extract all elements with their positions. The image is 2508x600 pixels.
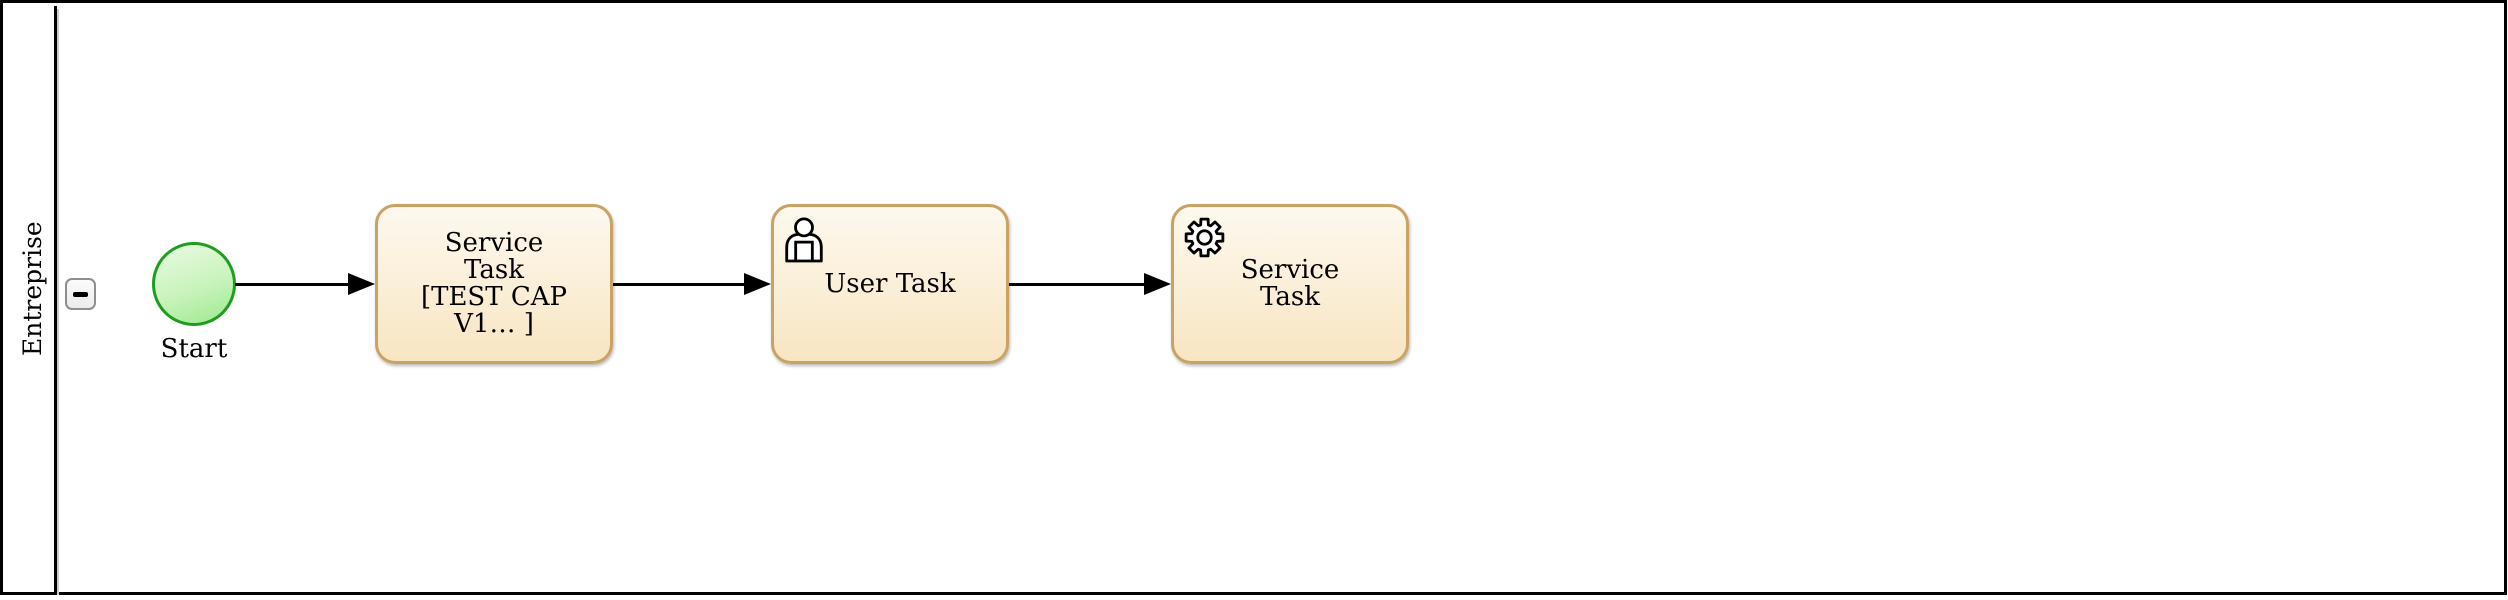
task-label: Service Task xyxy=(1240,255,1340,312)
start-event[interactable] xyxy=(152,242,236,326)
pool-header[interactable]: Entreprise xyxy=(6,6,54,595)
sequence-flow[interactable] xyxy=(1009,273,1171,295)
task-label: Service Task [TEST CAP V1… ] xyxy=(420,228,568,339)
arrowhead-icon xyxy=(1144,273,1171,295)
collapse-pool-button[interactable] xyxy=(65,278,96,310)
task-service-1[interactable]: Service Task [TEST CAP V1… ] xyxy=(375,204,613,364)
pool-header-divider xyxy=(54,6,57,595)
start-event-label: Start xyxy=(160,334,228,364)
flow-line xyxy=(235,283,351,286)
flow-line xyxy=(613,283,747,286)
pool-label: Entreprise xyxy=(18,221,47,356)
sequence-flow[interactable] xyxy=(235,273,375,295)
gear-icon xyxy=(1182,215,1227,260)
sequence-flow[interactable] xyxy=(613,273,771,295)
task-user[interactable]: User Task xyxy=(771,204,1009,364)
arrowhead-icon xyxy=(348,273,375,295)
arrowhead-icon xyxy=(744,273,771,295)
minus-icon xyxy=(73,291,88,297)
user-icon xyxy=(782,215,826,263)
task-label: User Task xyxy=(824,268,956,299)
flow-line xyxy=(1009,283,1147,286)
pool-header-divider-shadow xyxy=(57,9,59,595)
task-service-2[interactable]: Service Task xyxy=(1171,204,1409,364)
